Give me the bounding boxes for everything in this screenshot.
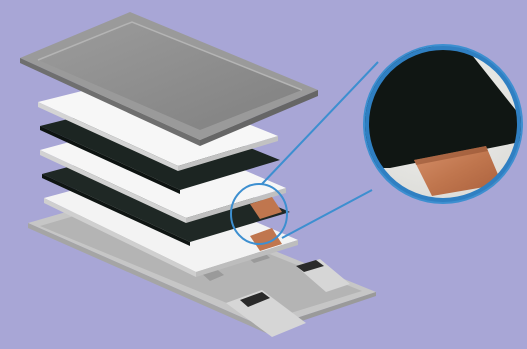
diagram-canvas — [0, 0, 527, 349]
battery-cell-exploded-diagram — [0, 0, 527, 349]
